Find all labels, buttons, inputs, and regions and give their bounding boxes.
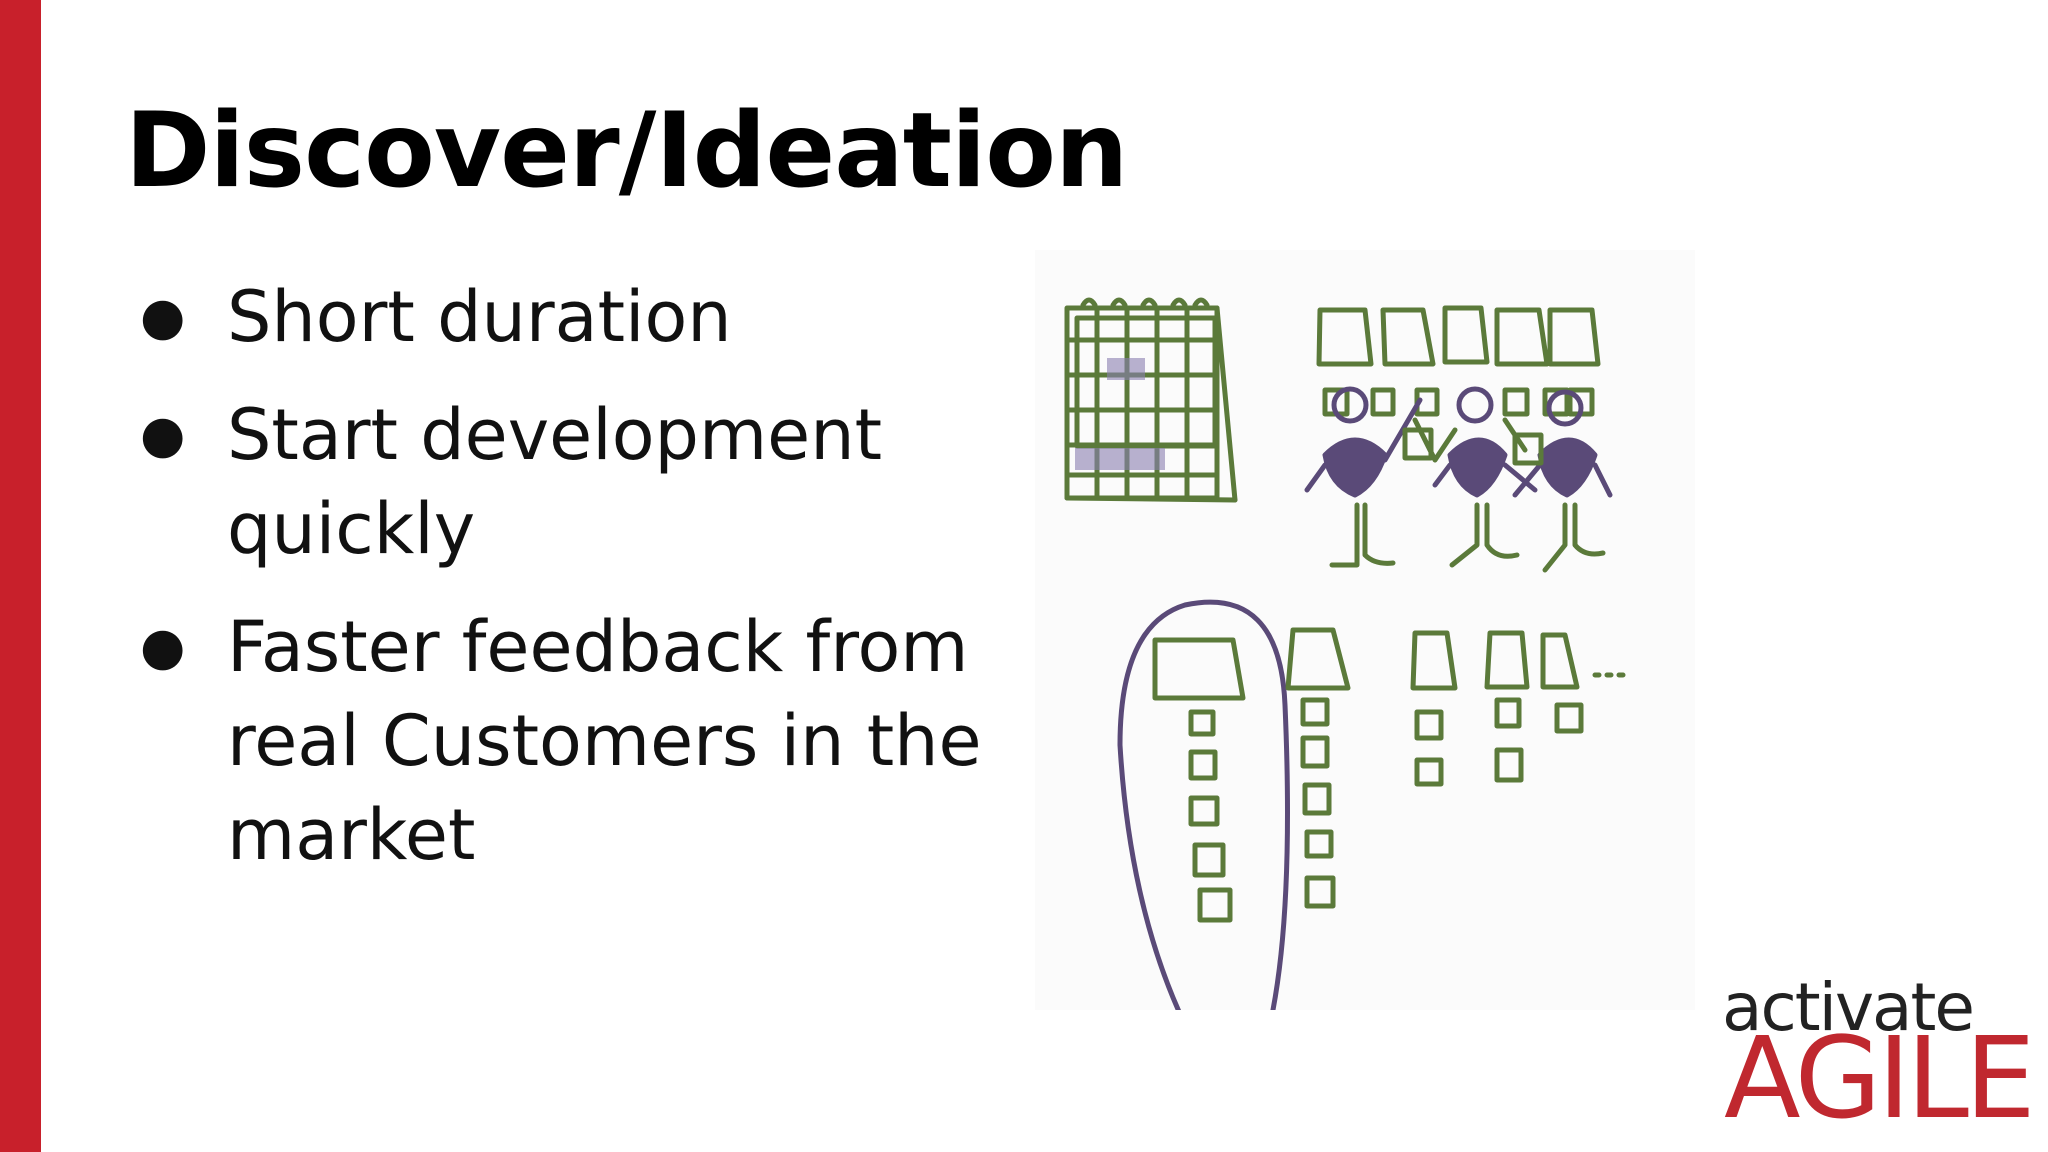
bullet-item: ● Short duration — [140, 270, 1000, 364]
logo-line2: AGILE — [1724, 1014, 2036, 1144]
sketch-illustration — [1035, 250, 1695, 1010]
bullet-list: ● Short duration ● Start development qui… — [140, 270, 1000, 906]
bullet-text: Start development quickly — [227, 394, 883, 570]
calendar-sketch-icon — [1064, 297, 1238, 503]
team-people-icon — [1304, 386, 1613, 573]
slide-title: Discover/Ideation — [125, 91, 1128, 211]
backlog-cards-icon — [1117, 599, 1626, 1010]
bullet-marker: ● — [140, 617, 186, 677]
accent-bar — [0, 0, 41, 1152]
bullet-marker: ● — [140, 287, 186, 347]
bullet-text: Faster feedback from real Customers in t… — [227, 606, 982, 876]
bullet-marker: ● — [140, 405, 186, 465]
logo-line1: activate — [1722, 969, 1975, 1046]
story-cards-icon — [1316, 305, 1601, 417]
bullet-item: ● Faster feedback from real Customers in… — [140, 600, 1000, 882]
sketch-svg — [1064, 297, 1626, 1010]
bullet-item: ● Start development quickly — [140, 388, 1000, 576]
activate-agile-logo: activate AGILE — [1722, 975, 2037, 1145]
bullet-text: Short duration — [227, 276, 732, 358]
